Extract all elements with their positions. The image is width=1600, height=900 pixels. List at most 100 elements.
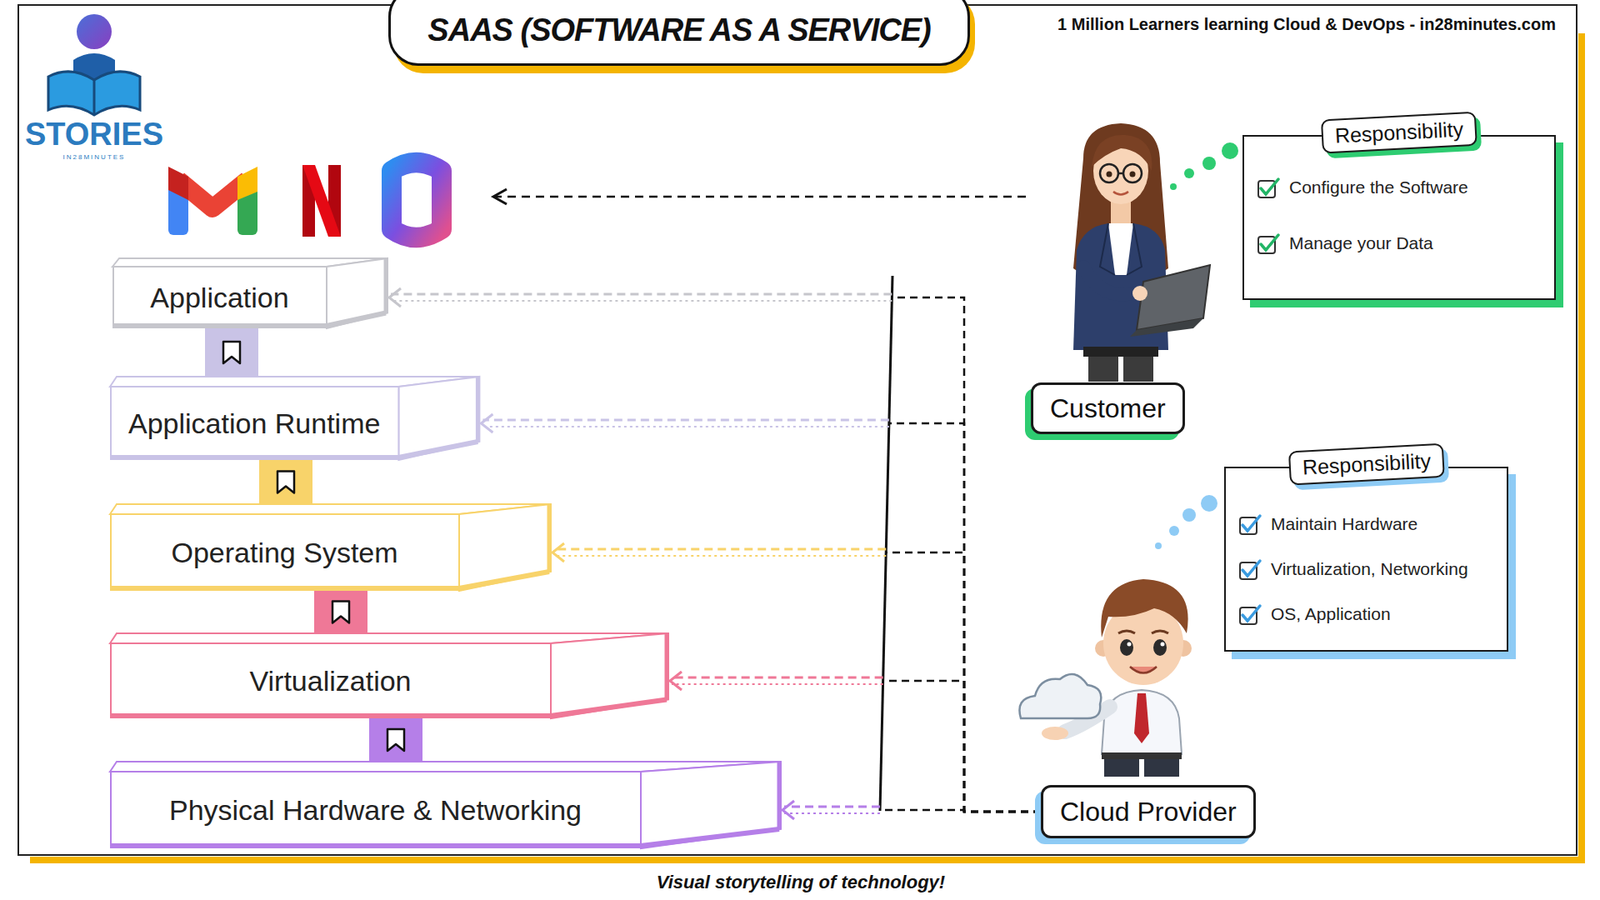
layer-link bbox=[314, 590, 368, 634]
layer-label: Physical Hardware & Networking bbox=[169, 794, 582, 827]
connector-line bbox=[883, 680, 1041, 812]
connector-line bbox=[390, 293, 892, 296]
customer-arrow bbox=[493, 189, 1026, 205]
layer-face: Physical Hardware & Networking bbox=[110, 771, 641, 849]
provider-figure-part bbox=[1127, 642, 1132, 647]
responsibility-item: Virtualization, Networking bbox=[1237, 555, 1469, 584]
office-icon bbox=[391, 162, 442, 238]
layer-label: Application Runtime bbox=[128, 407, 380, 440]
customer-figure-part bbox=[1083, 346, 1159, 357]
logo-icon-part bbox=[76, 14, 112, 50]
customer-figure-part bbox=[1106, 171, 1113, 178]
page-frame-part bbox=[18, 5, 1577, 855]
logo-subtext: IN28MINUTES bbox=[63, 153, 126, 161]
responsibility-text: Manage your Data bbox=[1289, 233, 1434, 254]
arrow-head bbox=[670, 671, 682, 690]
connector bbox=[259, 460, 313, 505]
layer-face: Application bbox=[112, 266, 327, 329]
layer-shape-part bbox=[112, 323, 327, 329]
caption: Visual storytelling of technology! bbox=[656, 871, 945, 893]
bookmark-icon bbox=[223, 341, 240, 364]
layer-shape-part bbox=[110, 771, 641, 848]
logo-icon-part bbox=[93, 80, 96, 115]
customer-figure-part bbox=[1132, 285, 1148, 301]
customer-arrow-part bbox=[493, 189, 507, 205]
thought-dots-part bbox=[1202, 156, 1216, 170]
layer-shape-part bbox=[110, 386, 399, 460]
thought-dots-part bbox=[1155, 542, 1162, 550]
netflix-icon-part bbox=[302, 165, 341, 237]
arrow-head bbox=[480, 414, 493, 433]
customer-figure-part bbox=[1100, 164, 1119, 183]
connector bbox=[314, 590, 368, 634]
layer-box: Operating System bbox=[110, 504, 551, 591]
title-banner: SAAS (SOFTWARE AS A SERVICE) bbox=[388, 0, 970, 66]
layer-shape-part bbox=[640, 829, 780, 846]
connector-line bbox=[784, 805, 880, 809]
customer-arrow-part bbox=[495, 195, 1026, 199]
page-frame bbox=[18, 5, 1582, 860]
layer-box: Application Runtime bbox=[110, 376, 480, 460]
provider-figure-part bbox=[1144, 759, 1180, 777]
bookmark-icon bbox=[332, 601, 350, 624]
provider-figure-part bbox=[1130, 666, 1157, 674]
layer-shape-part bbox=[326, 258, 388, 329]
responsibility-text: Configure the Software bbox=[1289, 177, 1469, 198]
provider-figure-part bbox=[1153, 639, 1167, 656]
customer-figure-part bbox=[1083, 266, 1134, 295]
connector bbox=[480, 414, 1041, 812]
thought-dots-part bbox=[1182, 508, 1196, 522]
arrow-head bbox=[552, 543, 565, 562]
checkbox-icon bbox=[1237, 511, 1263, 537]
logo-text-box: STORIES bbox=[25, 116, 164, 153]
responsibility-tag: Responsibility bbox=[1320, 111, 1478, 155]
checkbox-icon-part bbox=[1242, 515, 1260, 531]
layer-shape-part bbox=[384, 258, 389, 314]
responsibility-item: OS, Application bbox=[1237, 600, 1391, 629]
provider-figure-part bbox=[1019, 674, 1101, 719]
provider-figure-part bbox=[1118, 630, 1169, 634]
provider-figure-part bbox=[1100, 579, 1188, 638]
layer-link bbox=[369, 718, 423, 762]
checkbox-icon-part bbox=[1260, 179, 1279, 195]
layer-shape-part bbox=[110, 585, 460, 591]
connector-line bbox=[554, 548, 886, 551]
provider-figure-part bbox=[1104, 759, 1140, 777]
layer-shape-part bbox=[398, 376, 480, 460]
customer-figure-part bbox=[1130, 318, 1204, 337]
provider-figure-part bbox=[1101, 752, 1182, 760]
logo-text: STORIES bbox=[25, 116, 164, 152]
layer-shape-part bbox=[777, 761, 782, 830]
responsibility-heading: Responsibility bbox=[1334, 117, 1465, 148]
layer-box: Application bbox=[112, 258, 388, 329]
connector-line bbox=[554, 555, 886, 557]
thought-dots-part bbox=[1184, 168, 1195, 179]
provider-figure-part bbox=[1101, 690, 1182, 755]
customer-figure-part bbox=[1123, 164, 1142, 183]
layer-label: Application bbox=[150, 281, 289, 315]
provider-figure-part bbox=[1041, 726, 1069, 740]
connector bbox=[369, 718, 423, 762]
connector-line bbox=[889, 423, 1041, 812]
customer-figure-part bbox=[1130, 171, 1136, 178]
gmail-icon-part bbox=[237, 166, 258, 200]
responsibility-heading: Responsibility bbox=[1301, 449, 1432, 480]
layer-label: Operating System bbox=[170, 536, 398, 570]
layer-shape-part bbox=[110, 843, 641, 849]
arrow-head bbox=[389, 288, 401, 307]
customer-figure-part bbox=[1088, 356, 1119, 382]
layer-shape-part bbox=[398, 441, 478, 458]
layer-shape-part bbox=[640, 761, 781, 849]
tagline: 1 Million Learners learning Cloud & DevO… bbox=[1057, 15, 1556, 34]
layer-shape-part bbox=[550, 633, 669, 719]
connector-line bbox=[880, 810, 1041, 812]
checkbox-icon bbox=[1237, 556, 1263, 582]
thought-dots-part bbox=[1221, 142, 1239, 160]
responsibility-tag: Responsibility bbox=[1287, 443, 1445, 486]
logo-icon-part bbox=[48, 71, 140, 115]
actor-name: Customer bbox=[1050, 393, 1166, 425]
customer-figure-part bbox=[1100, 223, 1142, 275]
layer-label: Virtualization bbox=[249, 665, 411, 698]
layer-shape-part bbox=[326, 313, 386, 327]
arrow-head bbox=[782, 800, 795, 820]
